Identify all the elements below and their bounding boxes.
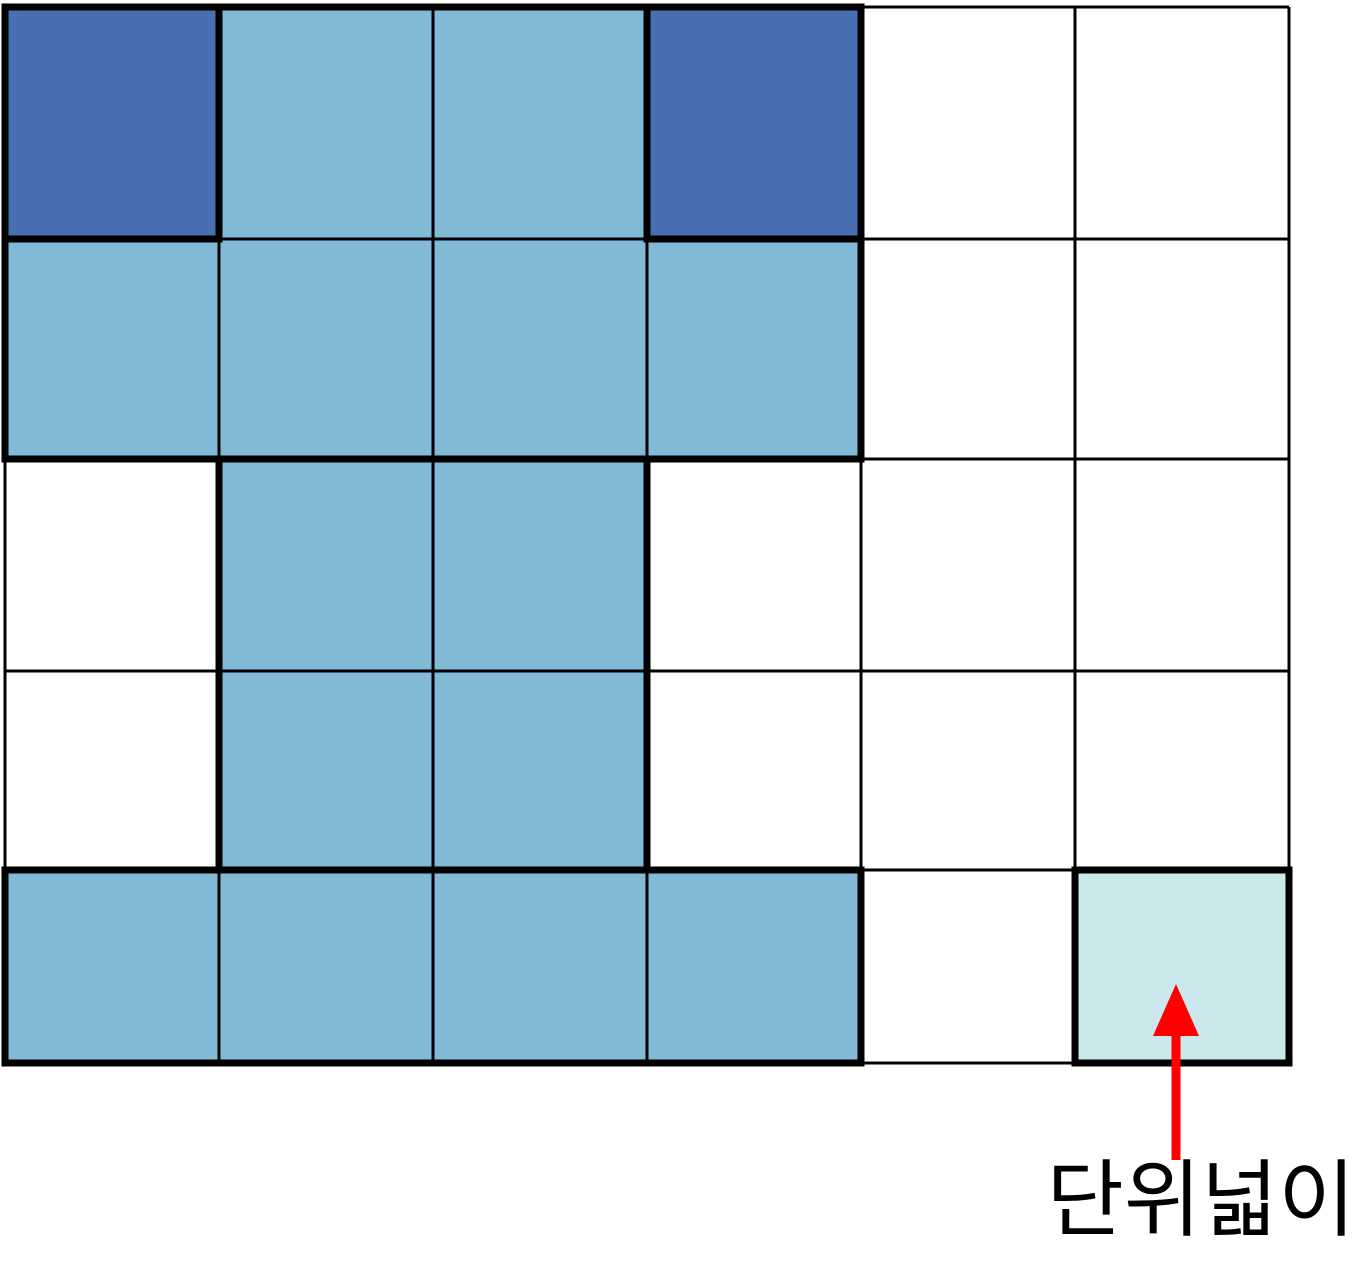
grid-cell-empty (1075, 239, 1289, 459)
grid-cell-empty (1075, 7, 1289, 239)
grid-cell-empty (1075, 671, 1289, 870)
grid-cell-light (647, 870, 861, 1063)
grid-cell-empty (861, 239, 1075, 459)
grid-cell-light (219, 671, 433, 870)
unit-square-outline (1071, 866, 1293, 1067)
grid-cell-dark (5, 7, 219, 239)
grid-cell-empty (647, 671, 861, 870)
grid-cell-empty (861, 7, 1075, 239)
grid-cell-light (433, 870, 647, 1063)
grid-cell-empty (5, 459, 219, 671)
grid-cell-light (433, 7, 647, 239)
unit-area-label: 단위넓이 (1046, 1151, 1356, 1249)
grid-cell-light (219, 7, 433, 239)
grid-cells (5, 7, 1289, 1063)
grid-cell-light (5, 870, 219, 1063)
shape-outline (1, 3, 865, 1067)
arrow-head (1153, 984, 1199, 1036)
grid-cell-light (433, 239, 647, 459)
grid-cell-empty (1075, 459, 1289, 671)
grid-cell-empty (861, 459, 1075, 671)
grid-cell-empty (861, 671, 1075, 870)
grid-cell-light (219, 459, 433, 671)
unit-square (1071, 866, 1293, 1067)
arrow-up-icon (1153, 984, 1199, 1160)
grid-cell-light (433, 459, 647, 671)
grid-cell-empty (647, 459, 861, 671)
grid-cell-light (219, 870, 433, 1063)
grid-cell-light (219, 239, 433, 459)
grid-cell-light (5, 239, 219, 459)
grid-cell-light (433, 671, 647, 870)
grid-cell-light (647, 239, 861, 459)
grid-cell-dark (647, 7, 861, 239)
grid-cell-empty (5, 671, 219, 870)
grid-cell-empty (861, 870, 1075, 1063)
